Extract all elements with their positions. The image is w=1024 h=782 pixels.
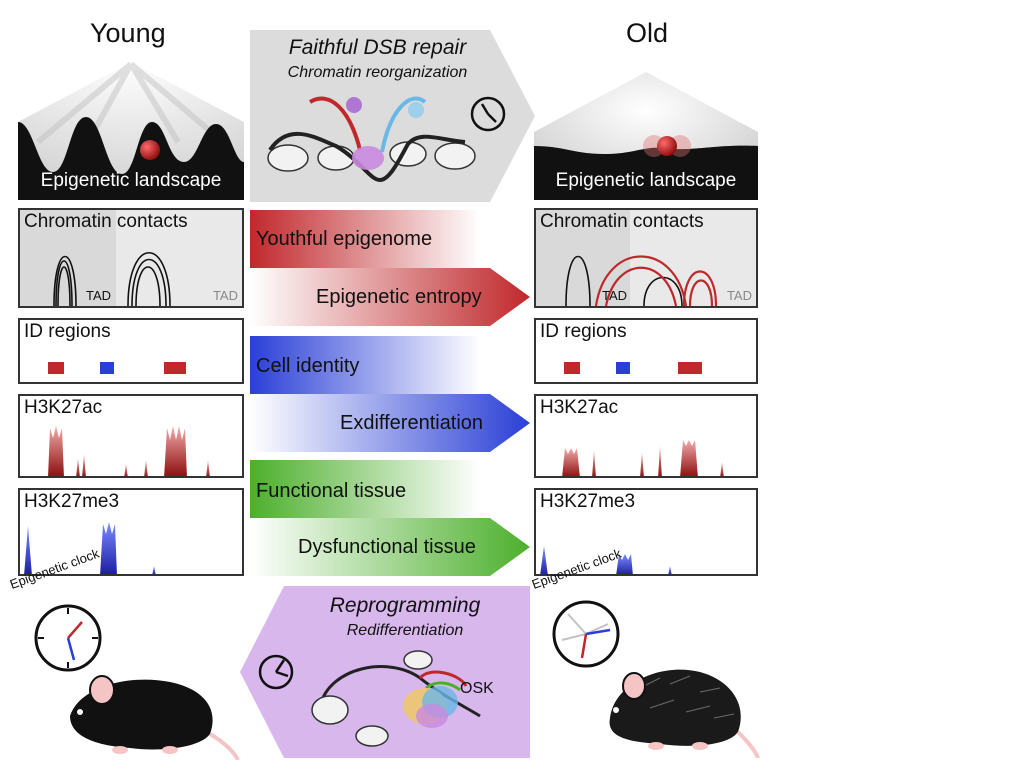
young-chromatin-label: Chromatin contacts xyxy=(24,211,188,232)
epigenetic-entropy-arrow xyxy=(250,268,530,326)
old-id-region-blue xyxy=(616,362,630,374)
dysfunctional-tissue-label: Dysfunctional tissue xyxy=(298,536,476,558)
exdifferentiation-arrow xyxy=(250,394,530,452)
young-tad-label-1: TAD xyxy=(86,288,112,303)
young-epigenetic-landscape: Epigenetic landscape xyxy=(18,62,244,200)
young-title: Young xyxy=(90,18,166,48)
young-mouse xyxy=(70,675,240,760)
young-h3k27me3-label: H3K27me3 xyxy=(24,491,120,512)
old-id-regions-panel: ID regions xyxy=(534,318,758,384)
young-id-region-red-2 xyxy=(164,362,186,374)
reprogramming-box: Reprogramming Redifferentiation OSK xyxy=(240,586,530,758)
functional-tissue-arrow xyxy=(250,460,480,518)
old-h3k27me3-label: H3K27me3 xyxy=(540,491,636,512)
dysfunctional-tissue-arrow xyxy=(250,518,530,576)
young-h3k27ac-panel: H3K27ac xyxy=(18,394,244,478)
dsb-repair-title: Faithful DSB repair xyxy=(288,36,467,59)
cell-identity-label: Cell identity xyxy=(256,355,360,377)
young-id-regions-label: ID regions xyxy=(24,321,111,342)
old-tad-label-2: TAD xyxy=(726,288,752,303)
dsb-repair-subtitle: Chromatin reorganization xyxy=(287,64,468,81)
old-chromatin-contacts-panel: Chromatin contacts TAD TAD xyxy=(534,208,758,308)
reprogramming-subtitle: Redifferentiation xyxy=(346,622,464,639)
cell-identity-arrow xyxy=(250,336,480,394)
exdifferentiation-label: Exdifferentiation xyxy=(340,412,484,434)
old-h3k27ac-label: H3K27ac xyxy=(540,397,619,418)
old-mouse xyxy=(609,669,760,758)
old-chromatin-label: Chromatin contacts xyxy=(540,211,704,232)
old-landscape-label: Epigenetic landscape xyxy=(555,170,737,191)
youthful-epigenome-arrow xyxy=(250,210,480,268)
old-id-region-red-2 xyxy=(678,362,702,374)
osk-label: OSK xyxy=(460,680,494,697)
old-epigenetic-clock xyxy=(552,600,620,668)
old-id-region-red-1 xyxy=(564,362,580,374)
old-h3k27ac-panel: H3K27ac xyxy=(534,394,758,478)
young-id-region-blue xyxy=(100,362,114,374)
youthful-epigenome-label: Youthful epigenome xyxy=(256,228,433,250)
young-h3k27me3-panel: H3K27me3 xyxy=(18,488,244,576)
old-epigenetic-landscape: Epigenetic landscape xyxy=(534,62,758,200)
old-id-regions-label: ID regions xyxy=(540,321,627,342)
functional-tissue-label: Functional tissue xyxy=(256,480,407,502)
dsb-repair-box: Faithful DSB repair Chromatin reorganiza… xyxy=(250,30,535,202)
old-title: Old xyxy=(626,18,669,48)
young-tad-label-2: TAD xyxy=(212,288,238,303)
young-id-region-red-1 xyxy=(48,362,64,374)
young-h3k27ac-label: H3K27ac xyxy=(24,397,103,418)
young-landscape-label: Epigenetic landscape xyxy=(40,170,222,191)
epigenetic-entropy-label: Epigenetic entropy xyxy=(316,286,482,308)
young-epigenetic-clock xyxy=(34,604,102,672)
old-tad-label-1: TAD xyxy=(602,288,628,303)
reprogramming-title: Reprogramming xyxy=(329,594,481,617)
young-id-regions-panel: ID regions xyxy=(18,318,244,384)
old-h3k27me3-panel: H3K27me3 xyxy=(534,488,758,576)
young-chromatin-contacts-panel: Chromatin contacts TAD TAD xyxy=(18,208,244,308)
